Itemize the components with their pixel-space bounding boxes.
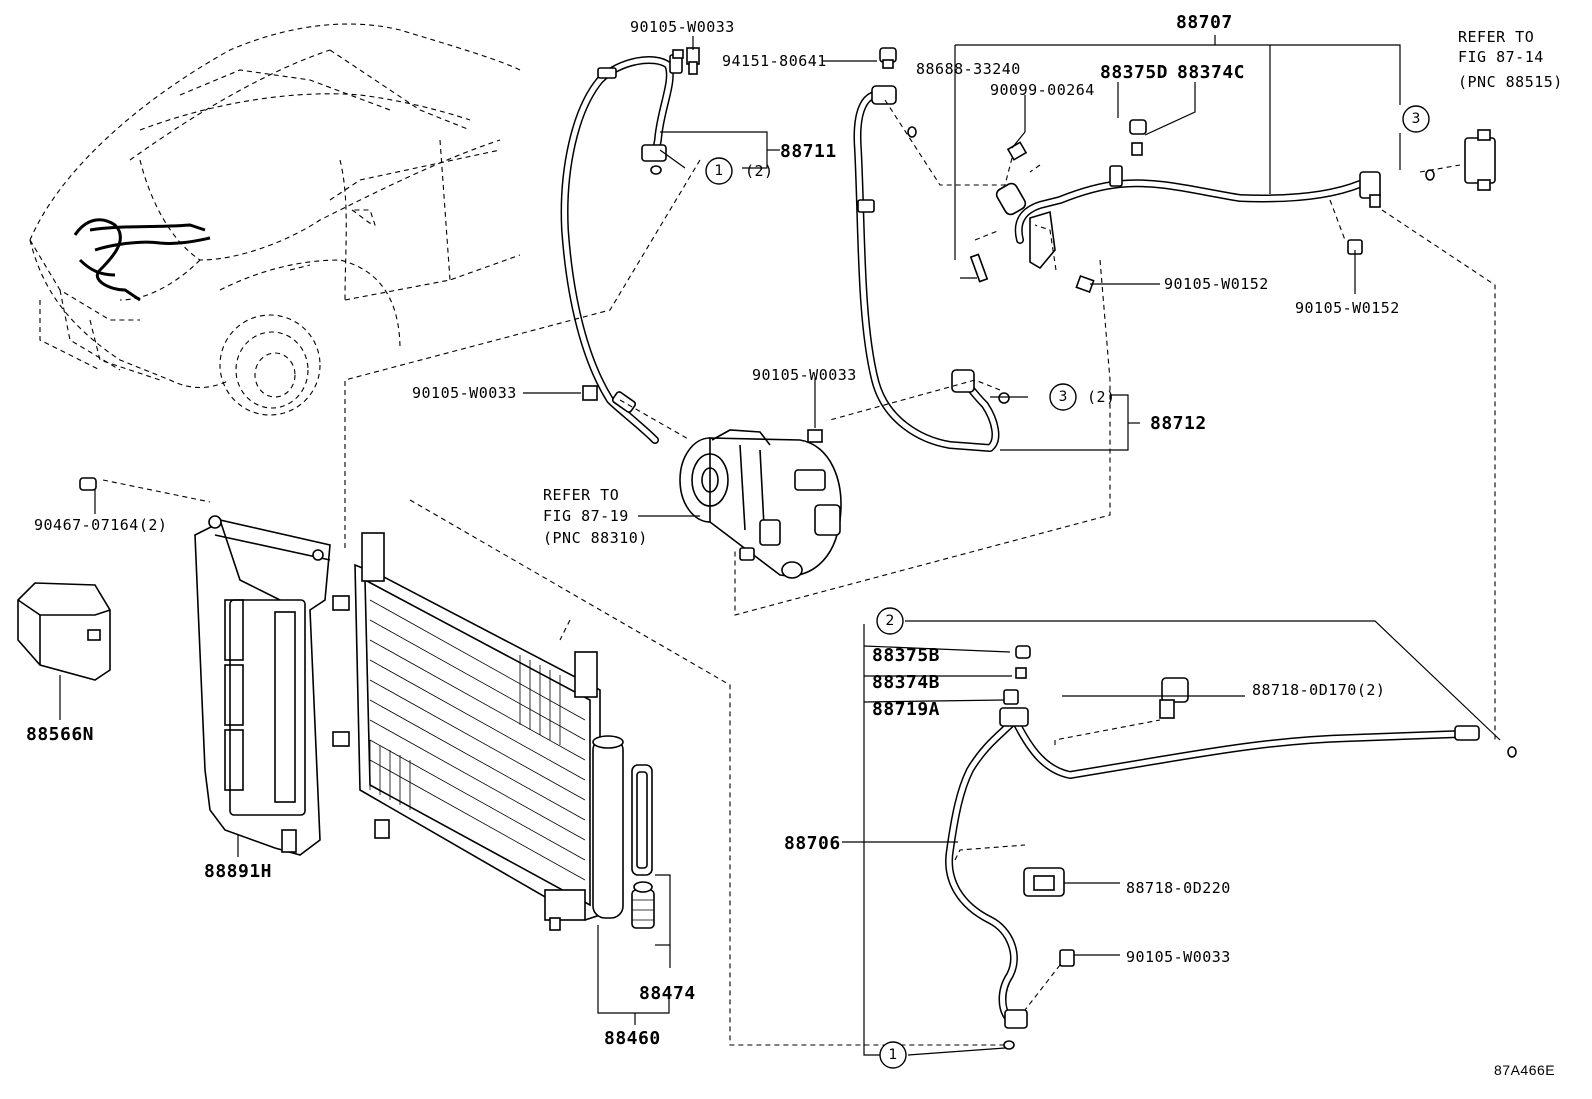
part-labels: 90105-W0033 94151-80641 88707 88688-3324… [26,12,1555,1078]
label-88707: 88707 [1176,12,1233,33]
label-90105-w0152-a: 90105-W0152 [1164,275,1269,293]
label-94151-80641: 94151-80641 [722,52,827,70]
pipe-88706 [945,677,1480,1029]
label-88711: 88711 [780,141,837,162]
condenser-88460 [332,532,624,931]
label-90099-00264: 90099-00264 [990,81,1095,99]
ref-87-14-line1: REFER TO [1458,28,1534,46]
ref-87-14-line2: FIG 87-14 [1458,48,1544,66]
ref-87-14-line3: (PNC 88515) [1458,73,1563,91]
callout-1-bottom [879,1041,907,1069]
label-88474: 88474 [639,983,696,1004]
label-90105-w0033-mid: 90105-W0033 [752,366,857,384]
label-88688-33240: 88688-33240 [916,60,1021,78]
label-88718-0d220: 88718-0D220 [1126,879,1231,897]
leader-lines [59,35,1501,1056]
reference-note-fig-87-14: REFER TO FIG 87-14 (PNC 88515) [1458,28,1563,91]
label-88891h: 88891H [204,861,272,882]
callout-1-top-number: 1 [715,163,724,179]
dryer-filter-88474 [631,764,655,929]
label-90105-w0152-b: 90105-W0152 [1295,299,1400,317]
suction-hose-88712 [853,85,1000,452]
label-88375d: 88375D [1100,62,1168,83]
discharge-hose-88711 [560,49,684,444]
label-90105-w0033-mid-left: 90105-W0033 [412,384,517,402]
ref-87-19-line1: REFER TO [543,486,619,504]
callout-2 [876,607,904,635]
label-90467-07164: 90467-07164(2) [34,516,167,534]
assembly-reference-lines [102,99,1496,1046]
label-88718-0d170: 88718-0D170(2) [1252,681,1385,699]
reference-note-fig-87-19: REFER TO FIG 87-19 (PNC 88310) [543,486,648,547]
label-88375b: 88375B [872,645,940,666]
label-88712: 88712 [1150,413,1207,434]
label-qty-2-a: (2) [745,162,774,180]
fasteners [79,47,1517,1050]
callout-3-mid-number: 3 [1059,389,1068,405]
label-88566n: 88566N [26,724,94,745]
callouts: 1 3 3 2 1 [705,105,1430,1069]
label-88374c: 88374C [1177,62,1245,83]
condenser-core-hatch [369,599,586,881]
label-90105-w0033-bottom: 90105-W0033 [1126,948,1231,966]
label-88374b: 88374B [872,672,940,693]
label-90105-w0033-top: 90105-W0033 [630,18,735,36]
callout-2-number: 2 [886,613,895,629]
callout-1-top [705,157,733,185]
ref-87-19-line3: (PNC 88310) [543,529,648,547]
label-88460: 88460 [604,1028,661,1049]
radiator-shroud-88891h [194,515,331,856]
label-88719a: 88719A [872,699,940,720]
pipe-88707 [969,129,1496,283]
ref-87-19-line2: FIG 87-19 [543,507,629,525]
callout-3-mid [1049,383,1077,411]
figure-code: 87A466E [1494,1062,1555,1078]
callout-3-top [1402,105,1430,133]
callout-1-bottom-number: 1 [889,1047,898,1063]
label-88706: 88706 [784,833,841,854]
label-qty-2-b: (2) [1087,388,1116,406]
air-duct-88566n [17,582,111,681]
callout-3-top-number: 3 [1412,111,1421,127]
compressor-illustration [679,429,842,579]
vehicle-illustration [29,23,521,416]
